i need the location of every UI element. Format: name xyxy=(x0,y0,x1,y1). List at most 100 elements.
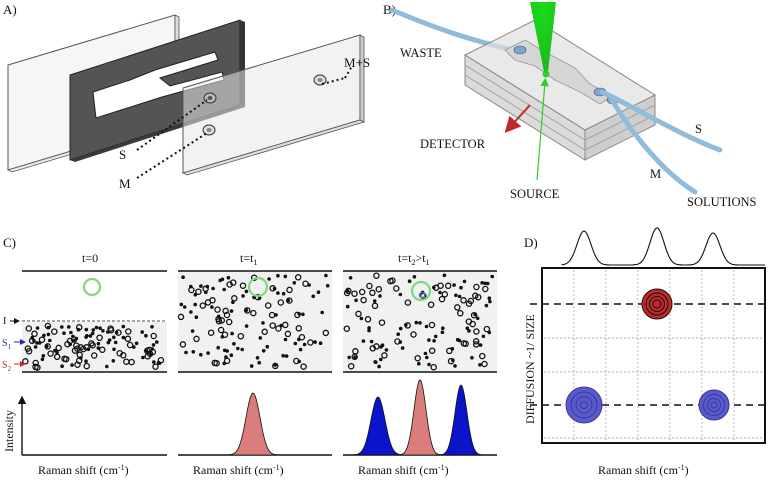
particle-small xyxy=(35,326,40,330)
panel-a: A) xyxy=(3,2,370,191)
particle-small xyxy=(374,360,378,365)
particle-small xyxy=(470,355,474,360)
label-m: M xyxy=(650,167,661,181)
callout-s: S xyxy=(119,147,126,162)
panel-d: D) DIFFUSION ~1/ SIZE Raman shift (cm- xyxy=(523,227,768,477)
particle-large xyxy=(199,302,207,309)
particle-large xyxy=(89,342,96,349)
particle-small xyxy=(484,303,489,308)
particle-small xyxy=(244,324,249,328)
particle-large xyxy=(373,272,380,279)
particle-small xyxy=(292,281,297,285)
particle-large xyxy=(231,295,238,302)
particle-small xyxy=(412,275,417,279)
particle-large xyxy=(465,300,473,307)
label-detector: DETECTOR xyxy=(420,137,486,151)
particle-small xyxy=(121,335,126,340)
particle-probed xyxy=(418,291,426,299)
spectrum-peak-blue-b xyxy=(435,384,487,456)
particle-small xyxy=(372,299,377,303)
particle-small xyxy=(96,341,101,346)
particle-large xyxy=(31,330,38,338)
particle-large xyxy=(351,353,358,361)
particle-large xyxy=(124,335,132,343)
particle-small xyxy=(106,330,110,334)
particle-large xyxy=(223,357,231,365)
particle-small xyxy=(62,331,66,336)
particle-small xyxy=(240,347,244,352)
particle-large xyxy=(371,302,379,310)
callout-m: M xyxy=(119,176,131,191)
particle-small xyxy=(88,334,93,338)
particle-small xyxy=(114,330,119,335)
particle-large xyxy=(225,318,233,326)
particle-small xyxy=(211,286,215,291)
particle-small xyxy=(132,345,136,349)
particle-large xyxy=(460,340,468,347)
particle-large xyxy=(207,329,215,336)
intensity-label: Intensity xyxy=(2,410,16,452)
particle-small xyxy=(286,298,291,303)
particle-large xyxy=(298,333,306,341)
particle-small xyxy=(457,294,462,299)
particle-small xyxy=(377,364,381,369)
particle-small xyxy=(452,283,456,287)
particle-small xyxy=(407,279,412,284)
particle-small xyxy=(369,339,374,344)
particle-large xyxy=(284,330,292,338)
channel-walls xyxy=(22,270,497,373)
particle-small xyxy=(261,321,265,325)
particle-large xyxy=(51,328,58,335)
particle-small xyxy=(457,338,462,343)
particle-large xyxy=(473,328,480,335)
particle-large xyxy=(277,299,285,306)
particle-small xyxy=(432,339,436,343)
particle-large xyxy=(261,328,268,336)
spot-blue-left xyxy=(565,386,603,424)
detector-arrow xyxy=(504,104,531,133)
particle-large xyxy=(369,289,376,297)
particle-large xyxy=(470,311,478,319)
particle-small xyxy=(84,327,89,332)
laser-beam xyxy=(530,2,556,72)
particle-small xyxy=(189,310,193,314)
particle-small xyxy=(354,298,358,303)
particle-small xyxy=(302,342,307,347)
particle-small xyxy=(487,330,492,335)
particle-large xyxy=(295,325,303,332)
particle-small xyxy=(384,348,389,352)
particle-large xyxy=(447,357,455,365)
particle-large xyxy=(437,282,444,289)
particle-small xyxy=(222,361,226,366)
particle-large xyxy=(221,331,229,338)
tube-s xyxy=(599,89,723,153)
particle-small xyxy=(86,347,91,352)
particle-small xyxy=(265,344,270,349)
particle-large xyxy=(107,325,114,332)
particle-large xyxy=(446,347,453,355)
particle-small xyxy=(230,331,234,336)
panel-b-label: B) xyxy=(383,2,396,17)
particle-small xyxy=(359,316,364,321)
particle-small xyxy=(442,273,447,278)
particle-large xyxy=(32,359,39,367)
particle-large xyxy=(343,325,351,332)
particle-small xyxy=(194,315,199,320)
particle-small xyxy=(229,353,234,358)
particle-small xyxy=(101,329,105,333)
particle-small xyxy=(281,291,286,296)
particle-small xyxy=(404,323,408,327)
particle-small xyxy=(398,326,403,331)
spectrum-peak-red-1 xyxy=(223,392,283,456)
particle-small xyxy=(441,326,445,331)
particle-large xyxy=(157,356,165,364)
particle-large xyxy=(76,351,83,359)
particle-large xyxy=(90,352,98,359)
particle-large xyxy=(393,285,400,292)
panel-a-label: A) xyxy=(3,2,17,17)
particle-large xyxy=(144,353,151,360)
particle-large xyxy=(99,346,106,354)
particle-small xyxy=(427,338,431,342)
particle-large xyxy=(294,274,302,281)
particle-small xyxy=(40,357,45,362)
